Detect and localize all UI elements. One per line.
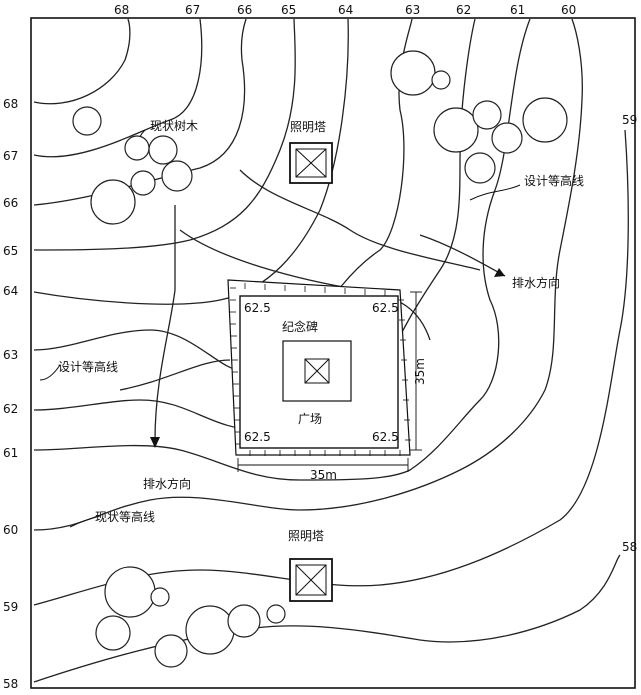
left-label-62: 62 bbox=[3, 402, 18, 416]
existing-trees-label: 现状树木 bbox=[150, 118, 198, 133]
tree-icon bbox=[472, 100, 502, 130]
tree-icon bbox=[491, 122, 523, 154]
tree-icon bbox=[161, 160, 193, 192]
left-label-61: 61 bbox=[3, 446, 18, 460]
contour-60 bbox=[33, 18, 583, 531]
light-tower-top bbox=[289, 142, 333, 184]
left-label-65: 65 bbox=[3, 244, 18, 258]
tree-icon bbox=[433, 107, 479, 153]
design-contour-label-right: 设计等高线 bbox=[524, 173, 584, 188]
plaza bbox=[227, 279, 422, 472]
existing-contour-label: 现状等高线 bbox=[95, 509, 155, 524]
contour-68 bbox=[33, 18, 131, 105]
tree-icon bbox=[154, 634, 188, 668]
left-label-58: 58 bbox=[3, 677, 18, 691]
right-label-59: 59 bbox=[622, 113, 637, 127]
drainage-arrow-right bbox=[419, 234, 506, 277]
right-label-58: 58 bbox=[622, 540, 637, 554]
existing-trees bbox=[72, 50, 568, 668]
tree-icon bbox=[124, 135, 150, 161]
contour-64 bbox=[33, 18, 349, 305]
tree-icon bbox=[185, 605, 235, 655]
contour-65 bbox=[33, 18, 296, 251]
left-label-64: 64 bbox=[3, 284, 18, 298]
tree-icon bbox=[266, 604, 286, 624]
tree-icon bbox=[227, 604, 261, 638]
tree-icon bbox=[72, 106, 102, 136]
tree-icon bbox=[104, 566, 156, 618]
left-label-60: 60 bbox=[3, 523, 18, 537]
left-label-66: 66 bbox=[3, 196, 18, 210]
top-label-62: 62 bbox=[456, 3, 471, 17]
contour-61 bbox=[33, 18, 531, 481]
plaza-corner-elevation-tr: 62.5 bbox=[372, 301, 399, 315]
tree-icon bbox=[148, 135, 178, 165]
plaza-width-dimension: 35m bbox=[310, 468, 337, 482]
drainage-label-bottom: 排水方向 bbox=[143, 476, 191, 491]
contour-59 bbox=[33, 129, 629, 606]
tree-icon bbox=[150, 587, 170, 607]
top-label-63: 63 bbox=[405, 3, 420, 17]
light-tower-top-label: 照明塔 bbox=[290, 120, 326, 134]
top-label-65: 65 bbox=[281, 3, 296, 17]
tree-icon bbox=[522, 97, 568, 143]
light-tower-bottom bbox=[289, 558, 333, 602]
map-frame bbox=[30, 17, 636, 689]
left-label-59: 59 bbox=[3, 600, 18, 614]
monument-label: 纪念碑 bbox=[282, 319, 318, 334]
drainage-arrowhead-right bbox=[494, 268, 505, 277]
tree-icon bbox=[390, 50, 436, 96]
drainage-label-right: 排水方向 bbox=[512, 275, 560, 290]
top-label-64: 64 bbox=[338, 3, 353, 17]
design-contour-a bbox=[239, 169, 481, 271]
tree-icon bbox=[464, 152, 496, 184]
plaza-height-dimension: 35m bbox=[413, 358, 427, 385]
drainage-arrowhead-down bbox=[150, 437, 160, 448]
left-label-67: 67 bbox=[3, 149, 18, 163]
top-contour-labels: 68 67 66 65 64 63 62 61 60 bbox=[114, 3, 576, 17]
existing-contours bbox=[33, 18, 629, 683]
plaza-corner-elevation-tl: 62.5 bbox=[244, 301, 271, 315]
drainage-arrows bbox=[150, 205, 506, 448]
tree-icon bbox=[90, 179, 136, 225]
top-label-68: 68 bbox=[114, 3, 129, 17]
light-tower-bottom-label: 照明塔 bbox=[288, 529, 324, 543]
plaza-corner-elevation-bl: 62.5 bbox=[244, 430, 271, 444]
top-label-67: 67 bbox=[185, 3, 200, 17]
left-contour-labels: 68 67 66 65 64 63 62 61 60 59 58 bbox=[3, 97, 18, 691]
contour-58 bbox=[33, 554, 621, 683]
contour-67 bbox=[33, 18, 203, 158]
tree-icon bbox=[431, 70, 451, 90]
design-contour-c bbox=[119, 359, 231, 391]
drainage-arrow-down bbox=[154, 205, 176, 441]
left-label-63: 63 bbox=[3, 348, 18, 362]
plaza-corner-elevation-br: 62.5 bbox=[372, 430, 399, 444]
tree-icon bbox=[130, 170, 156, 196]
design-contour-label-left: 设计等高线 bbox=[58, 359, 118, 374]
plaza-label: 广场 bbox=[298, 412, 322, 426]
top-label-61: 61 bbox=[510, 3, 525, 17]
left-label-68: 68 bbox=[3, 97, 18, 111]
tree-icon bbox=[95, 615, 131, 651]
top-label-60: 60 bbox=[561, 3, 576, 17]
top-label-66: 66 bbox=[237, 3, 252, 17]
